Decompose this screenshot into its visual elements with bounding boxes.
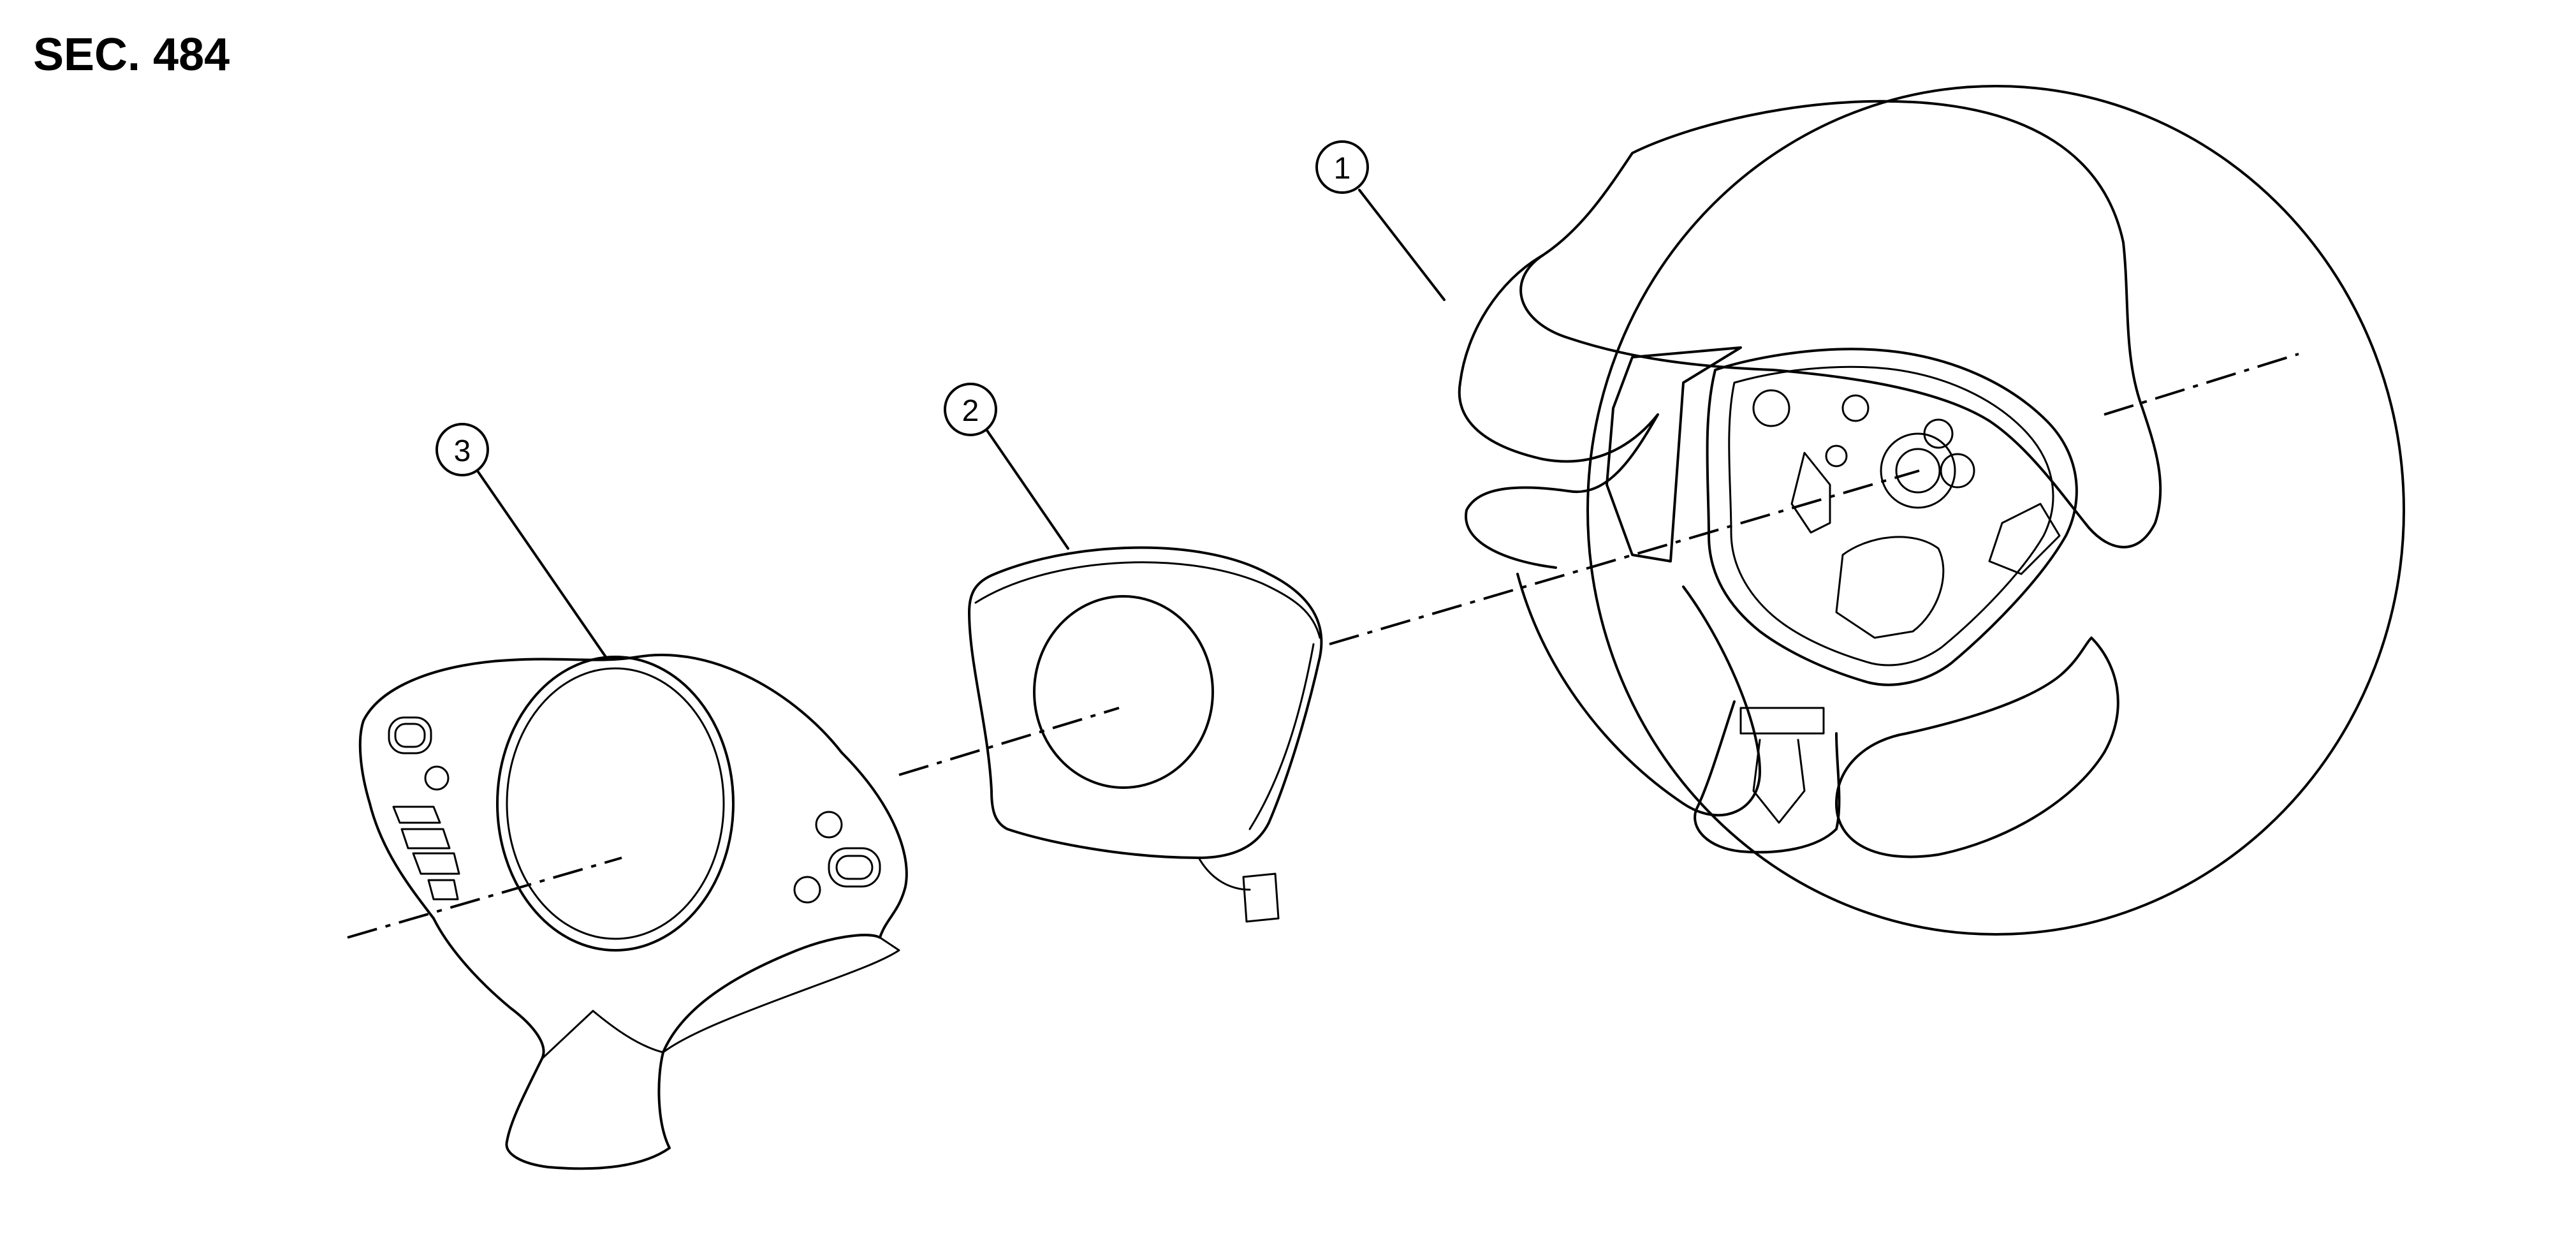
- assembly-center-axis-segment-2: [898, 707, 1120, 776]
- hub-hole-4: [1825, 445, 1848, 467]
- callout-3: 3: [435, 423, 607, 658]
- wheel-right-lower-spoke: [1835, 636, 2119, 858]
- hub-center-boss: [1880, 432, 1956, 509]
- wheel-lower-rim-inner: [1516, 573, 1761, 817]
- callout-1-leader: [1358, 189, 1445, 301]
- hub-tab-right: [1988, 503, 2061, 575]
- airbag-module: [968, 546, 1323, 923]
- wheel-inner-contour: [1519, 99, 2162, 548]
- finisher-button-left: [424, 765, 450, 791]
- finisher-button-right-bottom: [793, 876, 821, 904]
- callout-3-circle: [435, 423, 489, 476]
- callout-3-leader: [477, 471, 607, 658]
- finisher-lower-tab: [541, 1010, 664, 1060]
- finisher-switch-left-3: [412, 852, 460, 875]
- steering-wheel-finisher: [358, 653, 908, 1170]
- finisher-switch-left-top-inner: [394, 723, 426, 748]
- wheel-bottom-cutout: [1752, 739, 1806, 824]
- wheel-hub-frame: [1706, 348, 2078, 686]
- callout-2-leader: [986, 429, 1069, 550]
- wheel-bottom-bracket: [1739, 707, 1825, 735]
- finisher-button-right-top: [815, 811, 843, 839]
- section-label: SEC. 484: [33, 29, 230, 80]
- finisher-switch-left-4: [427, 879, 459, 901]
- finisher-center-opening-outer: [496, 656, 735, 952]
- hub-hole-1: [1752, 389, 1790, 427]
- finisher-right-arm-edge: [662, 936, 900, 1054]
- callout-1: 1: [1315, 140, 1445, 301]
- wheel-bottom-spoke: [1694, 700, 1841, 854]
- finisher-center-opening-inner: [506, 667, 725, 940]
- hub-hole-5: [1940, 453, 1975, 489]
- airbag-connector: [1242, 872, 1280, 923]
- hub-center-nut: [1895, 448, 1941, 494]
- wheel-left-spoke: [1458, 254, 1659, 569]
- hub-tab-left: [1790, 452, 1831, 534]
- airbag-connector-wire: [1197, 857, 1251, 891]
- steering-wheel: [1458, 85, 2405, 936]
- finisher-switch-left-2: [400, 828, 451, 850]
- callout-2-number: 2: [962, 394, 979, 428]
- airbag-emblem-area: [1033, 595, 1214, 789]
- hub-hole-2: [1841, 394, 1870, 422]
- airbag-module-side-edge: [1248, 643, 1315, 830]
- callout-1-number: 1: [1334, 152, 1351, 186]
- assembly-center-axis: [347, 857, 622, 939]
- callout-2: 2: [944, 383, 1069, 550]
- wheel-left-arm: [1606, 346, 1742, 563]
- hub-lower-cutout: [1835, 536, 1945, 639]
- finisher-switch-right: [828, 847, 881, 888]
- assembly-center-axis-segment-4: [2104, 353, 2299, 416]
- hub-hole-3: [1923, 418, 1954, 449]
- finisher-outline: [358, 653, 908, 1170]
- finisher-switch-left-1: [392, 806, 441, 824]
- callout-3-number: 3: [454, 434, 471, 468]
- airbag-module-top-edge: [974, 561, 1321, 639]
- assembly-center-axis-segment-3: [1329, 469, 1920, 645]
- finisher-switch-right-inner: [835, 855, 874, 880]
- airbag-module-body: [968, 546, 1323, 859]
- wheel-hub-inner-frame: [1728, 365, 2054, 666]
- finisher-switch-left-top: [388, 716, 432, 754]
- callout-1-circle: [1315, 140, 1369, 194]
- wheel-outer-rim: [1586, 85, 2405, 936]
- callout-2-circle: [944, 383, 997, 436]
